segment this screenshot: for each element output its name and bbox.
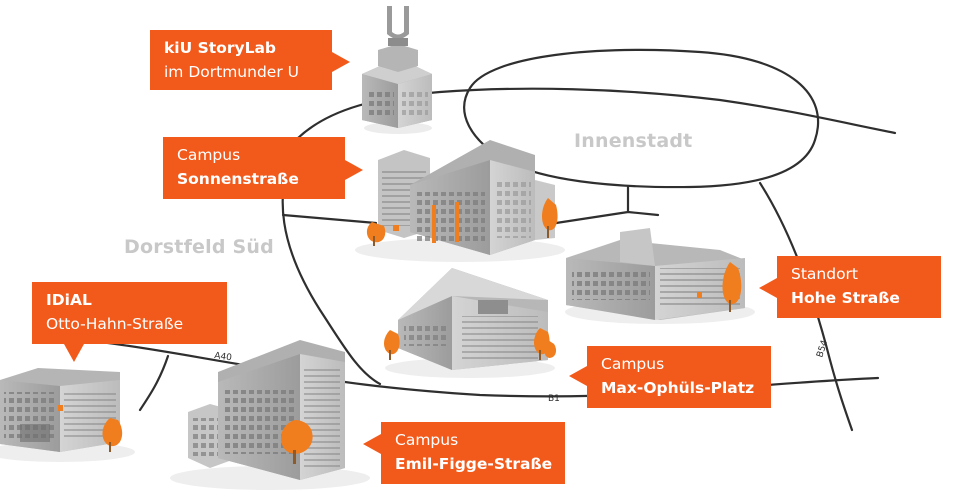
callout-pointer xyxy=(363,434,381,454)
callout-line1: IDiAL xyxy=(46,291,92,309)
building-icon-sonnenstrasse xyxy=(355,140,565,262)
central-link xyxy=(626,210,660,217)
callout-line2: Hohe Straße xyxy=(791,289,900,307)
building-icon-hohe-strasse xyxy=(565,228,755,324)
callout-line2: Max-Ophüls-Platz xyxy=(601,379,755,397)
road-label-a40: A40 xyxy=(214,351,233,363)
building-icon-emil-figge-strasse xyxy=(170,340,370,490)
b1-road xyxy=(248,364,880,398)
sonnenstrasse-road xyxy=(281,213,378,225)
tree-group xyxy=(102,198,742,464)
tree-icon xyxy=(722,262,742,312)
location-callout-hohe-strasse[interactable]: Standort Hohe Straße xyxy=(777,256,941,318)
road-label-b1: B1 xyxy=(548,394,560,404)
callout-line2: im Dortmunder U xyxy=(164,63,299,81)
location-callout-idial[interactable]: IDiAL Otto-Hahn-Straße xyxy=(32,282,227,344)
callout-line1: Campus xyxy=(177,146,241,164)
callout-line2: Emil-Figge-Straße xyxy=(395,455,553,473)
tree-icon xyxy=(543,340,557,358)
tree-icon xyxy=(280,420,313,464)
callout-line2: Sonnenstraße xyxy=(177,170,299,188)
b54-road xyxy=(758,181,854,432)
a40-branch xyxy=(138,354,170,412)
location-callout-emil-figge-strasse[interactable]: Campus Emil-Figge-Straße xyxy=(381,422,565,484)
callout-pointer xyxy=(332,52,350,72)
callout-pointer xyxy=(64,344,84,362)
callout-line1: kiU StoryLab xyxy=(164,39,277,57)
callout-pointer xyxy=(569,366,587,386)
callout-line1: Campus xyxy=(395,431,459,449)
building-icon-max-ophuels-platz xyxy=(385,268,555,378)
location-callout-sonnenstrasse[interactable]: Campus Sonnenstraße xyxy=(163,137,345,199)
tree-icon xyxy=(102,418,123,452)
tree-icon xyxy=(366,222,386,246)
callout-pointer xyxy=(759,278,777,298)
callout-line1: Standort xyxy=(791,265,859,283)
district-label-innenstadt: Innenstadt xyxy=(574,130,693,152)
callout-line1: Campus xyxy=(601,355,665,373)
building-icon-idial xyxy=(0,368,135,462)
building-icon-dortmunder-u xyxy=(362,6,432,134)
callout-pointer xyxy=(345,160,363,180)
tree-icon xyxy=(384,330,400,360)
callout-line2: Otto-Hahn-Straße xyxy=(46,315,184,333)
location-callout-max-ophuels-platz[interactable]: Campus Max-Ophüls-Platz xyxy=(587,346,771,408)
location-callout-storylab[interactable]: kiU StoryLab im Dortmunder U xyxy=(150,30,332,90)
tree-icon xyxy=(542,198,558,238)
district-label-dorstfeld-sued: Dorstfeld Süd xyxy=(124,236,274,258)
a40-road xyxy=(98,340,252,368)
